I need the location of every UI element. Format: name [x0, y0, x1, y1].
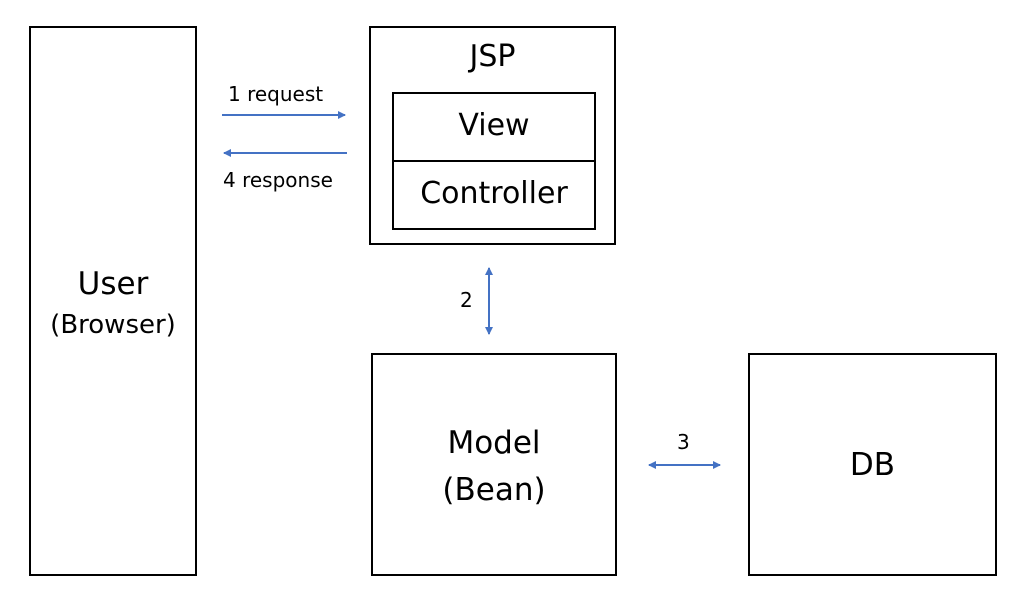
response-label: 4 response — [223, 168, 333, 192]
controller-box: Controller — [392, 160, 596, 230]
controller-label: Controller — [420, 176, 568, 211]
model-subtitle: (Bean) — [442, 472, 546, 508]
user-subtitle: (Browser) — [50, 310, 176, 340]
model-bean-box: Model (Bean) — [371, 353, 617, 576]
db-title: DB — [849, 447, 896, 483]
jsp-title: JSP — [469, 39, 516, 74]
jsp-box: JSP View Controller — [369, 26, 616, 245]
db-box: DB — [748, 353, 997, 576]
model-db-step-label: 3 — [677, 430, 690, 454]
view-label: View — [458, 108, 530, 143]
jsp-model-step-label: 2 — [460, 288, 473, 312]
user-title: User — [77, 266, 149, 302]
user-browser-box: User (Browser) — [29, 26, 197, 576]
request-label: 1 request — [228, 82, 324, 106]
model-title: Model — [447, 425, 541, 461]
